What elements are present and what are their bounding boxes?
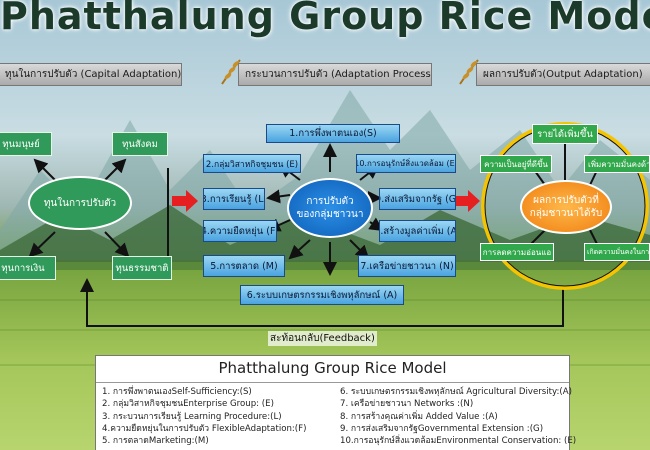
legend-item: 8. การสร้างคุณค่าเพิ่ม Added Value :(A)	[340, 411, 498, 422]
output-access-box: เกิดความมั่นคงในการได้รับ	[584, 243, 650, 261]
page-title: Phatthalung Group Rice Model	[0, 0, 650, 38]
section-output-adaptation: ผลการปรับตัว(Output Adaptation)	[476, 63, 650, 86]
section-adaptation-process: กระบวนการปรับตัว (Adaptation Process)	[238, 63, 432, 86]
legend-item: 10.การอนุรักษ์สิ่งแวดล้อมEnvironmental C…	[340, 436, 577, 447]
output-security-box: เพิ่มความมั่นคงด้าน	[584, 155, 650, 173]
output-vulnerability-box: การลดความอ่อนแอ	[480, 243, 554, 261]
process-box-flexibility: 4.ความยืดหยุ่น (F)	[203, 220, 277, 242]
output-center-ellipse: ผลการปรับตัวที่ กลุ่มชาวนาได้รับ	[520, 180, 612, 234]
legend-title: Phatthalung Group Rice Model	[218, 359, 447, 377]
capital-financial-box: ทุนการเงิน	[0, 256, 56, 280]
feedback-label: สะท้อนกลับ(Feedback)	[268, 331, 377, 346]
legend-item: 2. กลุ่มวิสาหกิจชุมชนEnterprise Group: (…	[102, 399, 274, 410]
process-box-learning: 3.การเรียนรู้ (L)	[203, 188, 265, 210]
process-center-ellipse: การปรับตัว ของกลุ่มชาวนา	[287, 178, 373, 238]
capital-natural-box: ทุนธรรมชาติ	[112, 256, 172, 280]
legend-item: 1. การพึ่งพาตนเองSelf-Sufficiency:(S)	[102, 387, 252, 397]
wheat-icon	[459, 59, 479, 85]
process-center-line2: ของกลุ่มชาวนา	[296, 209, 364, 220]
capital-social-box: ทุนสังคม	[112, 132, 168, 156]
legend-item: 5. การตลาดMarketing:(M)	[102, 436, 209, 447]
output-wellbeing-box: ความเป็นอยู่ที่ดีขึ้น	[480, 155, 552, 173]
process-center-line1: การปรับตัว	[306, 196, 354, 207]
legend-divider	[96, 382, 569, 383]
process-box-value-added: 8.สร้างมูลค่าเพิ่ม (A)	[379, 220, 456, 242]
capital-center-ellipse: ทุนในการปรับตัว	[28, 176, 132, 230]
legend-panel: Phatthalung Group Rice Model 1. การพึ่งพ…	[95, 355, 576, 450]
process-box-government: 9.ส่งเสริมจากรัฐ (G)	[379, 188, 456, 210]
legend-item: 6. ระบบเกษตรกรรมเชิงพหุลักษณ์ Agricultur…	[340, 387, 572, 397]
process-box-agri-diversity: 6.ระบบเกษตรกรรมเชิงพหุลักษณ์ (A)	[240, 285, 404, 305]
legend-item: 7. เครือข่ายชาวนา Networks :(N)	[340, 399, 474, 410]
process-box-self-sufficiency: 1.การพึ่งพาตนเอง(S)	[266, 124, 400, 143]
legend-left-column: 1. การพึ่งพาตนเองSelf-Sufficiency:(S) 2.…	[102, 386, 306, 447]
capital-human-box: ทุนมนุษย์	[0, 132, 52, 156]
process-box-network: 7.เครือข่ายชาวนา (N)	[358, 255, 456, 277]
capital-center-label: ทุนในการปรับตัว	[43, 197, 117, 209]
process-box-enterprise: 2.กลุ่มวิสาหกิจชุมชน (E)	[203, 154, 301, 173]
section-capital-adaptation: ทุนในการปรับตัว (Capital Adaptation)	[0, 63, 182, 86]
output-center-line2: กลุ่มชาวนาได้รับ	[529, 208, 603, 219]
legend-item: 3. กระบวนการเรียนรู้ Learning Procedure:…	[102, 411, 282, 422]
process-box-conservation: 10.การอนุรักษ์สิ่งแวดล้อม (E)	[356, 154, 456, 173]
output-income-box: รายได้เพิ่มขึ้น	[532, 124, 598, 144]
process-box-marketing: 5.การตลาด (M)	[203, 255, 285, 277]
legend-item: 9. การส่งเสริมจากรัฐGovernmental Extensi…	[340, 423, 544, 434]
wheat-icon	[221, 59, 241, 85]
legend-item: 4.ความยืดหยุ่นในการปรับตัว FlexibleAdapt…	[102, 423, 307, 434]
output-center-line1: ผลการปรับตัวที่	[533, 195, 599, 206]
legend-right-column: 6. ระบบเกษตรกรรมเชิงพหุลักษณ์ Agricultur…	[340, 386, 576, 447]
